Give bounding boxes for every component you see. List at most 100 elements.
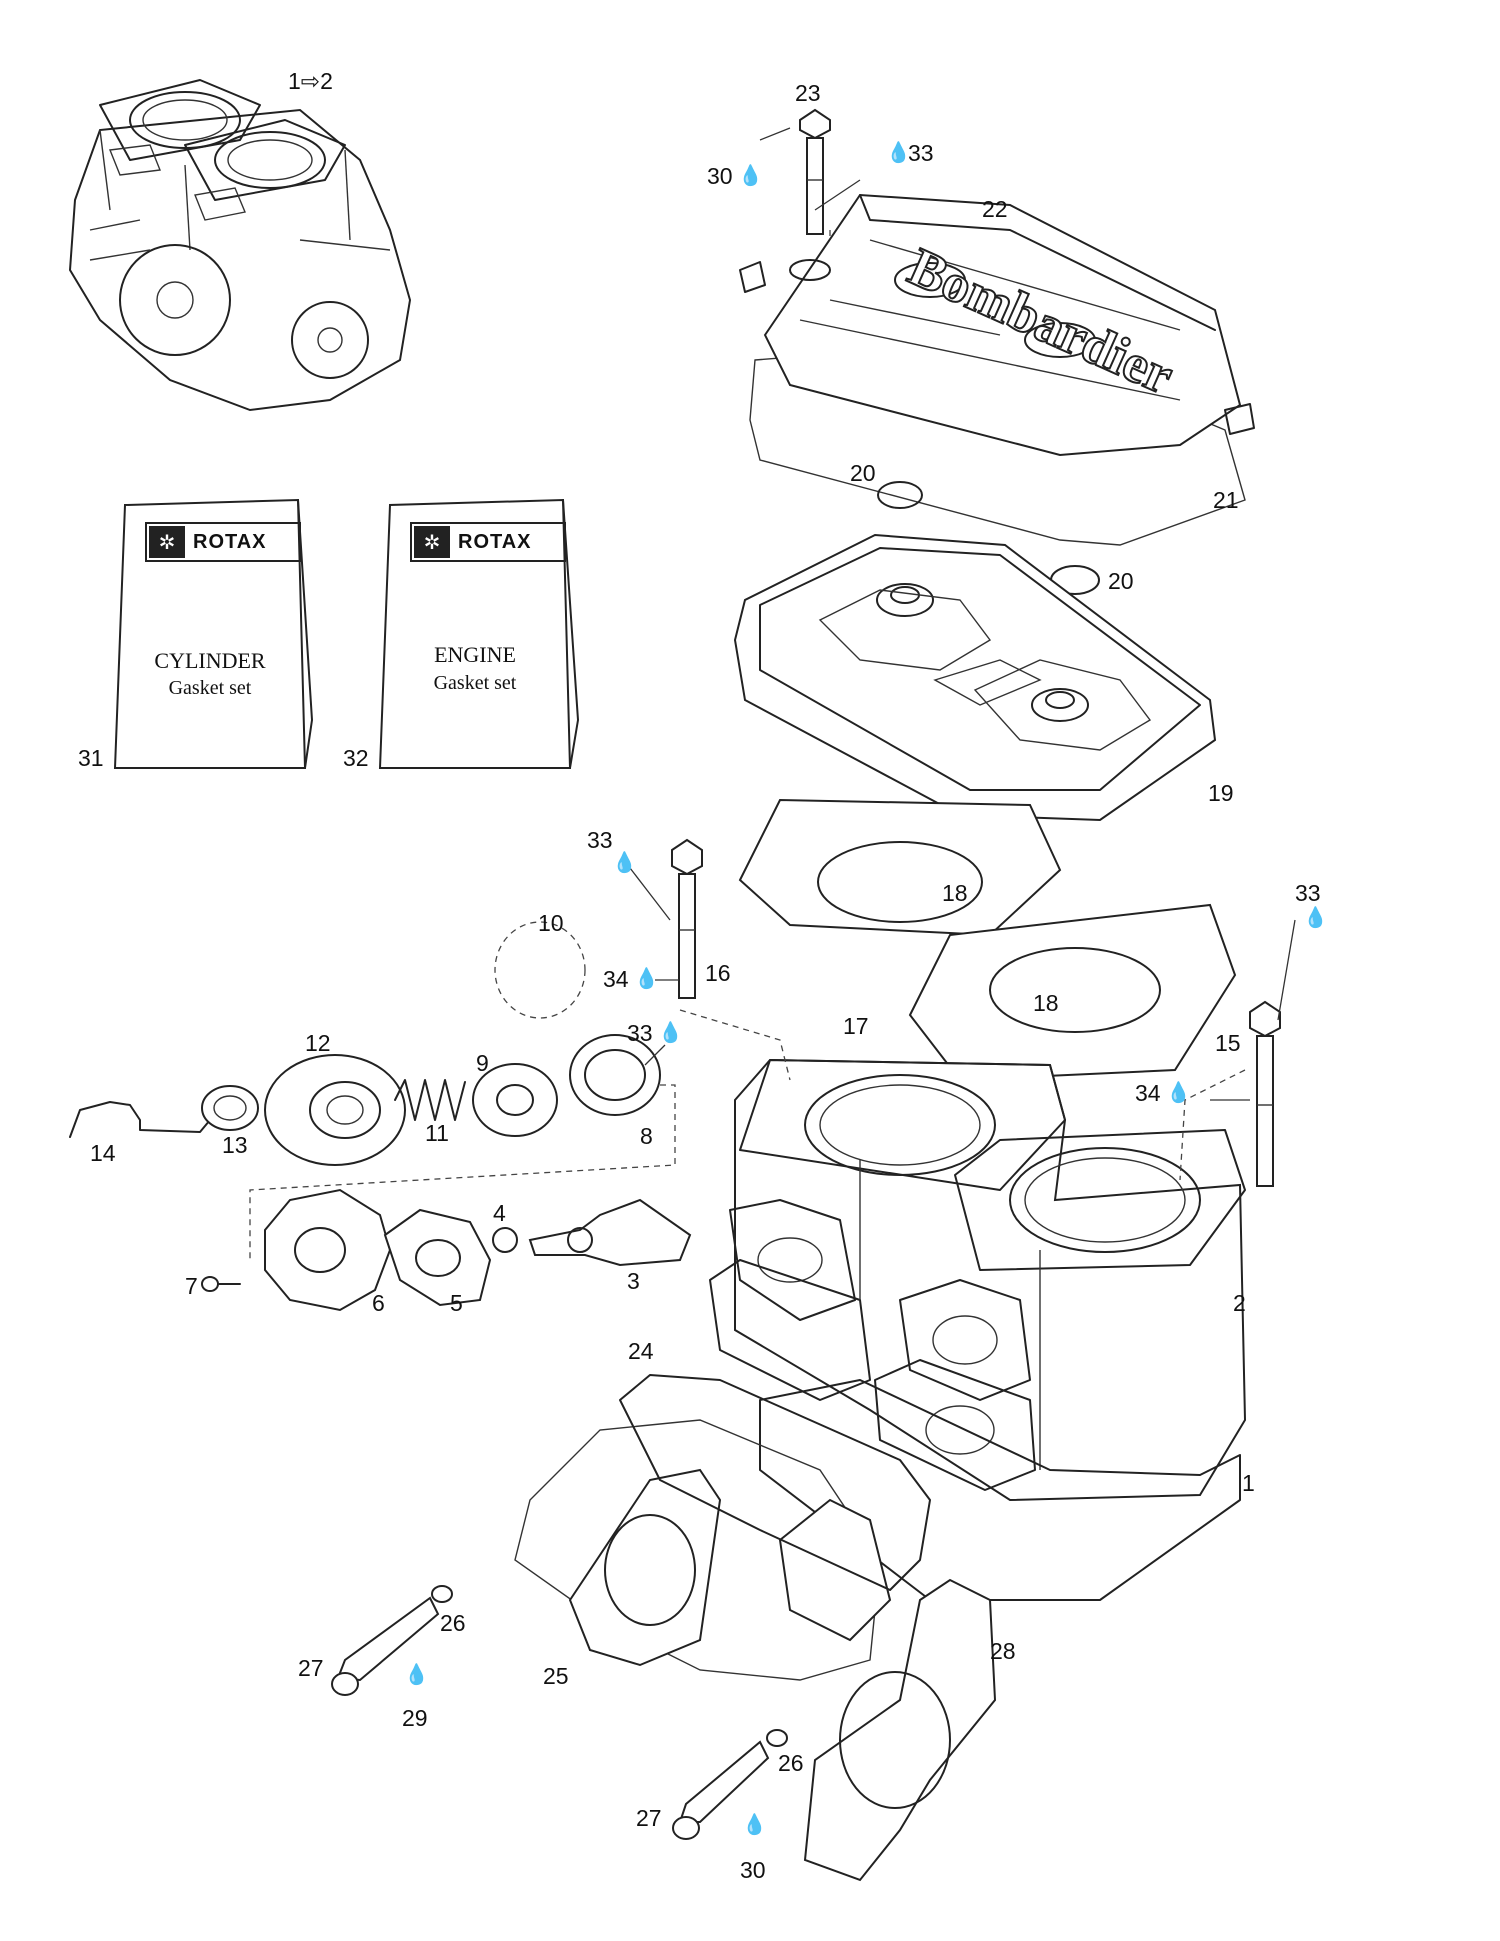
bolt-23	[799, 108, 831, 235]
valve-cap-13	[201, 1085, 259, 1131]
assembly-dashed-line-1	[249, 1084, 676, 1260]
callout-9: 9	[476, 1050, 489, 1076]
callout-1-to-2: 1⇨2	[288, 68, 333, 94]
callout-33: 33	[627, 1020, 653, 1046]
callout-26: 26	[778, 1750, 804, 1776]
engine-gasket-kit-bag	[378, 498, 579, 769]
oil-drop-icon: 💧	[612, 852, 637, 874]
callout-20: 20	[850, 460, 876, 486]
callout-16: 16	[705, 960, 731, 986]
bolt-27-lower	[672, 1740, 770, 1840]
bolt-15	[1249, 1000, 1281, 1187]
callout-33: 33	[587, 827, 613, 853]
exhaust-gasket-24	[619, 1374, 931, 1591]
callout-5: 5	[450, 1290, 463, 1316]
spring-11	[394, 1079, 466, 1121]
callout-14: 14	[90, 1140, 116, 1166]
callout-6: 6	[372, 1290, 385, 1316]
engine-assembly-overview	[68, 79, 412, 412]
cylinder-head-cover	[739, 193, 1255, 546]
bellows-8	[569, 1034, 661, 1116]
valve-gasket-5	[383, 1208, 492, 1307]
kit-title: CYLINDER	[154, 648, 266, 673]
callout-22: 22	[982, 196, 1008, 222]
callout-3: 3	[627, 1268, 640, 1294]
cylinder-gasket-kit-bag	[113, 498, 313, 769]
callout-28: 28	[990, 1638, 1016, 1664]
bolt-27-upper	[331, 1596, 440, 1696]
callout-34: 34	[1135, 1080, 1161, 1106]
oil-drop-icon: 💧	[742, 1814, 767, 1836]
callout-10: 10	[538, 910, 564, 936]
callout-20: 20	[1108, 568, 1134, 594]
callout-30: 30	[707, 163, 733, 189]
callout-33: 33	[1295, 880, 1321, 906]
o-ring-20a	[877, 481, 923, 509]
exhaust-valve-3	[528, 1198, 692, 1267]
oil-drop-icon: 💧	[1303, 907, 1328, 929]
assembly-dashed-line-2	[679, 1009, 791, 1081]
callout-34: 34	[603, 966, 629, 992]
callout-8: 8	[640, 1123, 653, 1149]
rotax-gear-icon: ✲	[414, 526, 450, 558]
callout-30: 30	[740, 1857, 766, 1883]
screw-7-head	[201, 1276, 219, 1292]
spring-clip-14	[69, 1101, 211, 1138]
kit-subtitle: Gasket set	[168, 677, 252, 699]
callout-11: 11	[425, 1120, 449, 1146]
callout-4: 4	[493, 1200, 506, 1226]
exhaust-gasket-28	[803, 1578, 997, 1882]
leader-23	[759, 127, 861, 211]
o-ring-4	[492, 1227, 518, 1253]
leader-15	[1210, 919, 1296, 1101]
washer-26-lower	[766, 1729, 788, 1747]
washer-26-upper	[431, 1585, 453, 1603]
callout-26: 26	[440, 1610, 466, 1636]
callout-27: 27	[636, 1805, 662, 1831]
valve-housing-6	[264, 1188, 392, 1312]
callout-15: 15	[1215, 1030, 1241, 1056]
valve-piston-9	[472, 1063, 558, 1137]
oil-drop-icon: 💧	[404, 1664, 429, 1686]
rotax-logo: ✲ ROTAX	[410, 522, 566, 562]
retaining-ring-10	[494, 921, 586, 1019]
rotax-logo: ✲ ROTAX	[145, 522, 301, 562]
head-gasket-left	[738, 798, 1062, 937]
engine-gasket-kit: ✲ ROTAX ENGINE Gasket set	[380, 500, 570, 768]
callout-21: 21	[1213, 487, 1239, 513]
callout-32: 32	[343, 745, 369, 771]
assembly-dashed-line-3	[1179, 1069, 1246, 1181]
leader-16	[629, 867, 679, 981]
callout-1: 1	[1242, 1470, 1255, 1496]
callout-12: 12	[305, 1030, 331, 1056]
cylinder-head	[733, 533, 1217, 822]
callout-7: 7	[185, 1273, 198, 1299]
callout-18: 18	[942, 880, 968, 906]
callout-18: 18	[1033, 990, 1059, 1016]
cylinder-block	[709, 1058, 1247, 1502]
callout-33: 33	[908, 140, 934, 166]
callout-19: 19	[1208, 780, 1234, 806]
callout-24: 24	[628, 1338, 654, 1364]
kit-subtitle: Gasket set	[433, 672, 517, 694]
callout-2: 2	[1233, 1290, 1246, 1316]
valve-cover-12	[264, 1054, 406, 1166]
exhaust-manifold	[514, 1419, 892, 1681]
kit-title: ENGINE	[434, 642, 516, 667]
oil-drop-icon: 💧	[634, 968, 659, 990]
callout-27: 27	[298, 1655, 324, 1681]
cylinder-gasket-kit: ✲ ROTAX CYLINDER Gasket set	[115, 500, 305, 768]
oil-drop-icon: 💧	[658, 1022, 683, 1044]
callout-29: 29	[402, 1705, 428, 1731]
callout-13: 13	[222, 1132, 248, 1158]
leader-8	[644, 1044, 666, 1066]
callout-23: 23	[795, 80, 821, 106]
bolt-16	[671, 838, 703, 999]
oil-drop-icon: 💧	[738, 165, 763, 187]
callout-31: 31	[78, 745, 104, 771]
callout-25: 25	[543, 1663, 569, 1689]
callout-17: 17	[843, 1013, 869, 1039]
rotax-gear-icon: ✲	[149, 526, 185, 558]
oil-drop-icon: 💧	[1166, 1082, 1191, 1104]
